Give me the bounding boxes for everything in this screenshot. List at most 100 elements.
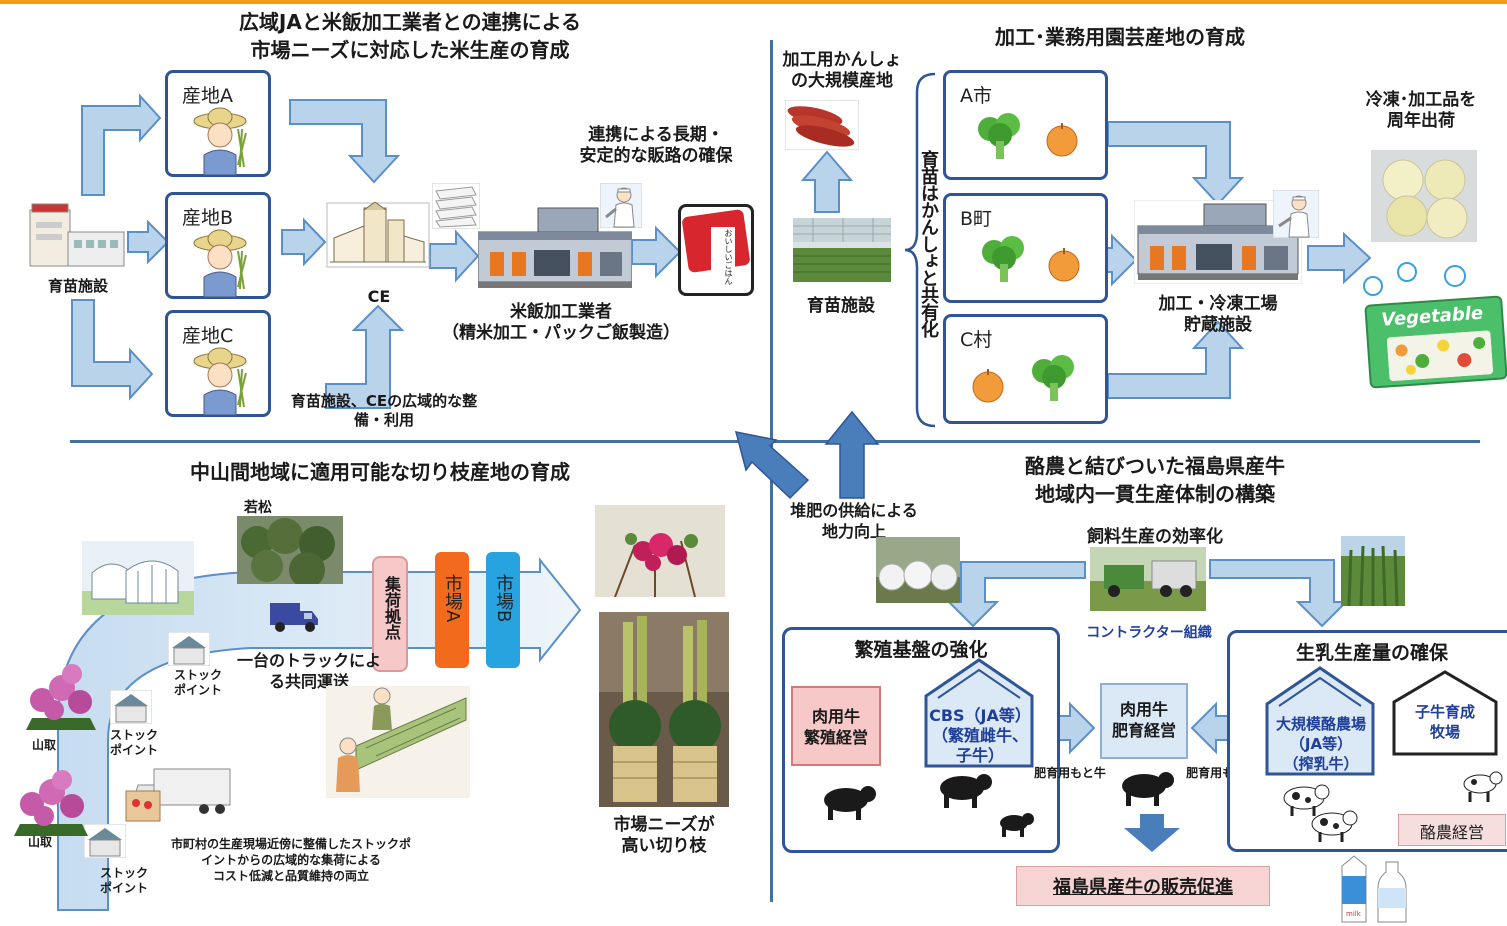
farm-b-box: 産地B — [165, 192, 271, 299]
fattening-box — [1100, 683, 1188, 759]
truck-icon — [270, 603, 318, 632]
cbs-line1: CBS（JA等） — [929, 706, 1031, 725]
fattening-label: 肉用牛 肥育経営 — [1100, 699, 1188, 741]
cbs-line3: 子牛） — [955, 746, 1004, 765]
factory-line2: 貯蔵施設 — [1184, 315, 1252, 335]
stable-sales-line1: 連携による長期・ — [588, 125, 724, 145]
rice-processor-factory-icon — [478, 207, 632, 288]
shared-brace — [904, 72, 936, 428]
promotion-label: 福島県産牛の販売促進 — [1053, 877, 1233, 898]
arrow-farm-c-to-ce — [325, 304, 405, 409]
arrow-nursery-to-farm-a — [81, 93, 162, 196]
large-dairy-line2: （JA等） — [1289, 735, 1353, 753]
stock-point-2-line1: ストック — [109, 728, 158, 742]
arrow-compost-up — [824, 410, 880, 499]
shared-truck-line1: 一台のトラックによ — [236, 651, 381, 670]
q2-title: 加工･業務用園芸産地の育成 — [995, 25, 1245, 49]
harvester-photo — [1090, 547, 1206, 611]
arrow-village-c-to-factory — [1107, 320, 1245, 399]
calf-rearing-label: 子牛育成 牧場 — [1392, 702, 1498, 742]
mixed-veg-icon — [1386, 330, 1494, 382]
town-b-box: B町 — [943, 193, 1108, 303]
corn-field-photo — [1341, 536, 1405, 606]
market-needs-line2: 高い切り枝 — [621, 836, 707, 856]
arrow-processor-to-package — [631, 225, 682, 279]
milk-carton-text: milk — [1346, 910, 1362, 918]
feed-efficiency-label: 飼料生産の効率化 — [1087, 527, 1223, 547]
cow-icon — [1122, 772, 1174, 806]
village-c-label: C村 — [960, 329, 993, 351]
farm-a-label: 産地A — [182, 85, 233, 107]
arrow-city-a-to-factory — [1107, 121, 1245, 206]
arrow-feed-to-breeding — [946, 561, 1086, 628]
stable-sales-line2: 安定的な販路の確保 — [579, 146, 733, 166]
city-a-box: A市 — [943, 70, 1108, 180]
stock-point-note-line1: 市町村の生産現場近傍に整備したストックポ — [170, 837, 411, 851]
farm-c-label: 産地C — [182, 325, 234, 347]
fattening-line2: 肥育経営 — [1111, 721, 1176, 740]
stock-point-label-1: ストック ポイント — [168, 668, 228, 698]
dairy-mgmt-label: 酪農経営 — [1419, 823, 1484, 842]
sweet-potato-line1: 加工用かんしょ — [782, 50, 902, 70]
large-dairy-line1: 大規模酪農場 — [1275, 715, 1366, 733]
processing-factory-icon — [1134, 200, 1302, 284]
farmer-icon — [193, 107, 247, 175]
farm-c-box: 産地C — [165, 310, 271, 417]
factory-worker-icon — [1273, 190, 1319, 238]
calf-rearing-house-shape — [1392, 670, 1498, 756]
arrow-ce-to-processor — [429, 229, 480, 283]
arrow-nursery-to-farm-b — [127, 219, 170, 265]
shared-facility-line2: 備・利用 — [353, 411, 414, 429]
greenhouse-icon — [82, 541, 194, 615]
flower-bush-icon — [26, 664, 96, 730]
beef-breeding-line2: 繁殖経営 — [803, 728, 868, 747]
onion-icon — [1046, 123, 1078, 157]
beef-breeding-line1: 肉用牛 — [811, 707, 860, 726]
calf-icon — [1000, 813, 1034, 837]
collection-point-label: 集荷拠点 — [382, 576, 401, 640]
stock-point-label-3: ストック ポイント — [94, 866, 154, 896]
factory-worker-icon — [600, 183, 642, 228]
beef-breeding-label: 肉用牛 繁殖経営 — [791, 706, 881, 748]
market-a-box: 市場A — [435, 552, 469, 668]
arrow-farm-b-to-ce — [281, 217, 327, 267]
city-a-label: A市 — [960, 85, 992, 107]
large-dairy-house-shape — [1265, 666, 1375, 776]
cow-icon — [940, 774, 992, 808]
frozen-shipping-line2: 周年出荷 — [1387, 111, 1455, 131]
dairy-mgmt-box — [1398, 814, 1506, 846]
arrow-farm-a-to-ce — [289, 99, 401, 184]
cbs-house-shape — [924, 658, 1034, 768]
hay-bales-photo — [876, 537, 960, 603]
dairy-cow-icon — [1463, 771, 1503, 802]
packaged-rice-icon: おいしいごはん — [678, 204, 754, 296]
vegetable-bag-text: Vegetable — [1380, 302, 1484, 331]
q1-title: 広域JAと米飯加工業者との連携による 市場ニーズに対応した米生産の育成 — [150, 8, 670, 64]
q4-title-line1: 酪農と結びついた福島県産牛 — [1025, 454, 1285, 478]
q1-title-line1: 広域JAと米飯加工業者との連携による — [238, 10, 582, 34]
arrow-fattening-to-promotion — [1124, 814, 1180, 852]
q2-nursery-label: 育苗施設 — [807, 296, 875, 316]
promotion-box — [1016, 866, 1270, 906]
village-c-box: C村 — [943, 314, 1108, 424]
steam-cloud-icon — [1363, 262, 1466, 296]
ce-building-icon — [326, 202, 430, 268]
stock-point-note-line2: イントからの広域的な集荷による — [201, 853, 381, 867]
sorting-work-illustration — [326, 686, 470, 798]
package-text: おいしいごはん — [711, 227, 735, 287]
market-needs-label: 市場ニーズが 高い切り枝 — [594, 815, 734, 857]
shared-truck-label: 一台のトラックによ る共同運送 — [236, 650, 382, 692]
arrow-nursery-to-farm-c — [71, 299, 154, 401]
broccoli-icon — [1032, 355, 1074, 401]
arrow-factory-to-frozen — [1307, 231, 1372, 285]
milk-title: 生乳生産量の確保 — [1295, 642, 1448, 664]
arrow-feed-to-milk — [1209, 559, 1349, 628]
top-accent-bar — [0, 0, 1507, 4]
vegetable-bag-icon: Vegetable — [1364, 295, 1507, 389]
feeder-calf-label-left: 肥育用もと牛 — [1034, 766, 1106, 780]
compost-line2: 地力向上 — [821, 522, 886, 541]
nursery-greenhouse-photo — [793, 218, 891, 282]
arrow-nursery-to-potato — [800, 150, 854, 213]
factory-label: 加工・冷凍工場 貯蔵施設 — [1134, 294, 1302, 336]
factory-line1: 加工・冷凍工場 — [1158, 294, 1278, 314]
